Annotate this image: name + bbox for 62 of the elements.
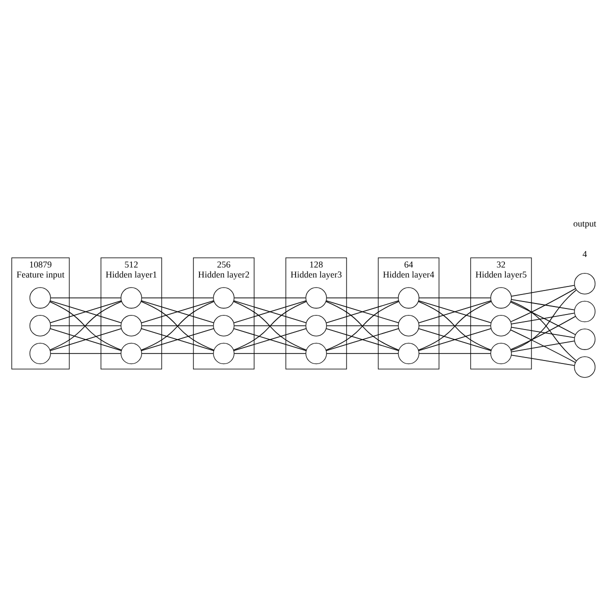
node-circle [213, 342, 234, 364]
connector [510, 316, 576, 350]
node-circle [574, 356, 596, 378]
connector [50, 328, 122, 351]
connector [418, 300, 492, 324]
node-circle [306, 342, 327, 364]
node-circle [30, 342, 51, 364]
connector [141, 300, 214, 324]
node-circle [306, 287, 327, 309]
node-circle [30, 287, 51, 309]
node-circle [490, 315, 512, 336]
cluster: 32 Hidden layer5 [470, 258, 532, 370]
connector [140, 301, 214, 350]
connector [510, 288, 576, 322]
node-circle [306, 315, 327, 336]
connector [418, 301, 492, 350]
node-circle [574, 300, 596, 322]
connector [510, 299, 575, 310]
connector [510, 354, 575, 366]
connector [50, 300, 122, 324]
connector [510, 312, 575, 324]
connector [326, 301, 400, 350]
connector [233, 300, 306, 324]
connector [510, 340, 575, 352]
node-circle [213, 287, 234, 309]
node-circle [120, 342, 142, 364]
connector [233, 301, 307, 350]
connector [418, 353, 491, 354]
connector [234, 325, 306, 326]
node-circle [398, 342, 420, 364]
node-circle [30, 315, 51, 336]
connector [418, 325, 491, 326]
node-circle [490, 287, 512, 309]
connector [141, 353, 214, 354]
cluster: 256 Hidden layer2 [193, 258, 254, 370]
node-circle [574, 273, 596, 294]
connector [510, 290, 577, 351]
connector [234, 353, 306, 354]
node-circle [398, 315, 420, 336]
node-circle [120, 315, 142, 336]
cluster: 10879 Feature input [11, 258, 70, 370]
connector [326, 325, 398, 326]
cluster: 512 Hidden layer1 [100, 258, 162, 370]
node-circle [213, 315, 234, 336]
node-circle [574, 328, 596, 350]
node-circle [398, 287, 420, 309]
connector [510, 285, 575, 297]
connector [510, 326, 575, 338]
connector [510, 302, 576, 336]
connector [141, 325, 214, 326]
label: output [573, 218, 596, 229]
node-circle [490, 342, 512, 364]
node-circle [120, 287, 142, 309]
label: 4 [582, 248, 588, 259]
connector [326, 300, 399, 324]
cluster: 64 Hidden layer4 [378, 258, 440, 370]
connector [50, 353, 122, 354]
connector [510, 329, 576, 363]
cluster: 128 Hidden layer3 [286, 258, 347, 370]
connector [510, 300, 577, 362]
connector [50, 325, 122, 326]
connector [326, 353, 398, 354]
